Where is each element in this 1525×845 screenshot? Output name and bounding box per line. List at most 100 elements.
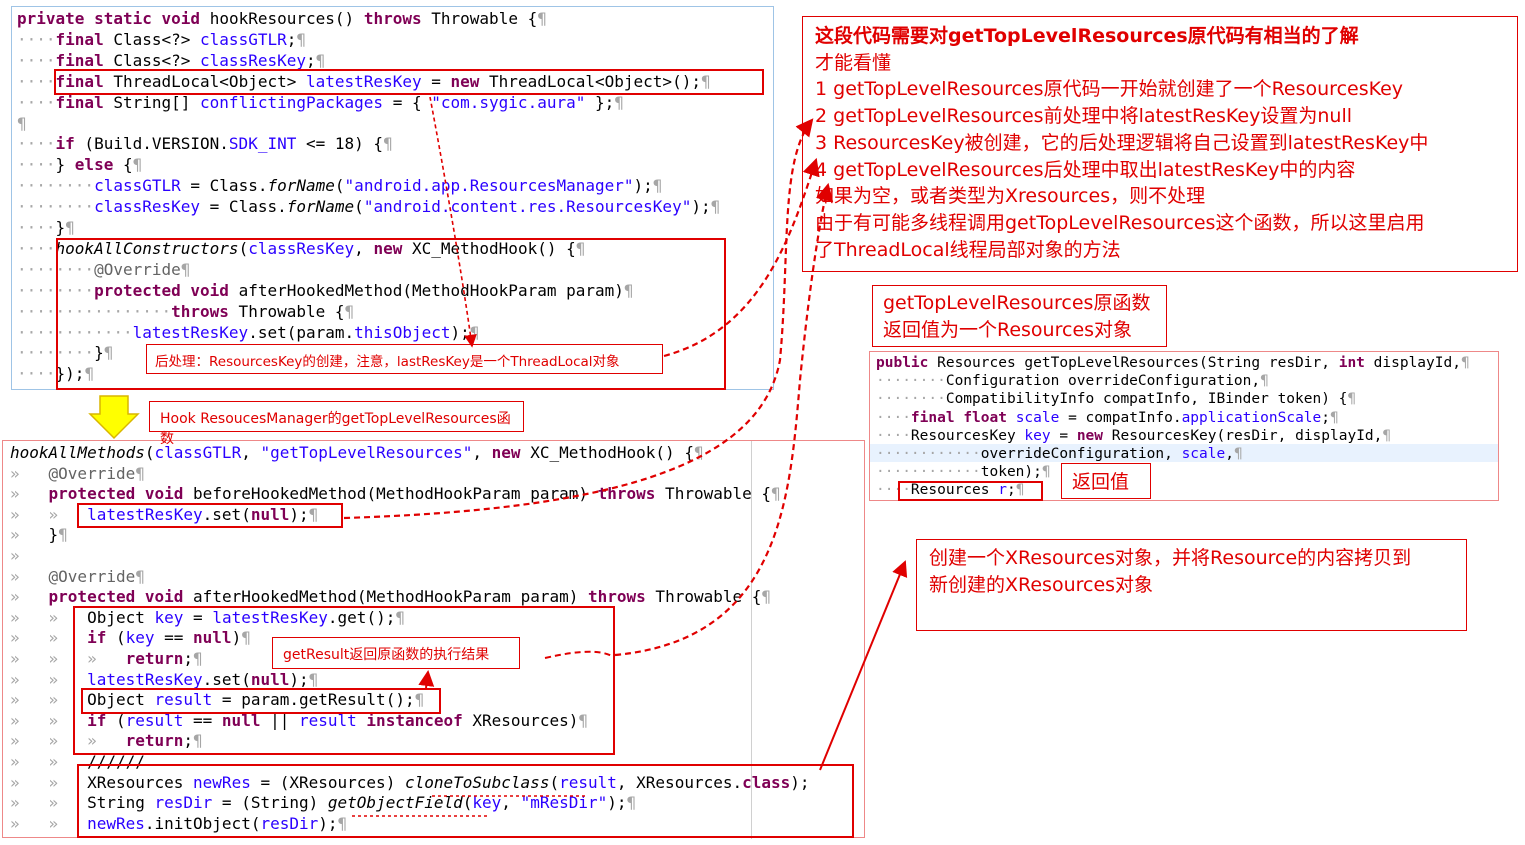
code-token: = — [1050, 427, 1077, 444]
code-token: displayId, — [1364, 355, 1461, 371]
hook-label: Hook ResoucesManager的getTopLevelResource… — [160, 411, 511, 447]
code-token: ···· — [876, 409, 911, 426]
code-token: ; — [183, 731, 194, 751]
code-line: ····});¶ — [17, 364, 94, 385]
code-token: = — [183, 607, 213, 627]
code-line: ········classGTLR = Class.forName("andro… — [17, 176, 662, 197]
code-token: = — [421, 71, 451, 91]
code-token: ········ — [876, 373, 946, 390]
code-token: Throwable { — [228, 301, 345, 321]
code-line: ············latestResKey.set(param.thisO… — [17, 323, 479, 344]
code-line: ············token);¶ — [876, 463, 1051, 481]
code-line: » » latestResKey.set(null);¶ — [10, 505, 318, 526]
code-token: ········ — [876, 391, 946, 408]
code-token: latestResKey — [306, 71, 422, 91]
code-token: newRes — [87, 813, 145, 833]
code-token: hookAllConstructors — [55, 238, 239, 258]
code-token: ( — [144, 443, 155, 462]
code-token: String[] — [103, 92, 201, 112]
code-token: ( — [462, 793, 473, 813]
code-token: (MethodHookParam param) — [356, 587, 588, 607]
code-token: (MethodHookParam param) — [402, 280, 624, 300]
code-token: key — [154, 607, 184, 627]
code-token: , — [501, 793, 521, 813]
code-line: » » XResources newRes = (XResources) clo… — [10, 773, 810, 794]
code-token: , XResources. — [616, 772, 743, 792]
code-line: » » » return;¶ — [10, 649, 203, 670]
code-token: resDir — [260, 813, 319, 833]
code-line: public Resources getTopLevelResources(St… — [876, 354, 1470, 372]
code-token: Throwable { — [645, 587, 762, 607]
code-token: ···· — [17, 92, 56, 112]
code-token: "com.sygic.aura" — [431, 92, 586, 112]
code-token: Resources — [910, 482, 999, 499]
orig-func-line: getTopLevelResources原函数 — [883, 292, 1151, 314]
code-token: = { — [383, 92, 432, 112]
code-token: protected — [48, 484, 136, 504]
code-token: == — [154, 628, 194, 648]
code-token: » » — [10, 504, 88, 524]
note-line: 2 getTopLevelResources前处理中将latestResKey设… — [815, 105, 1353, 128]
code-token: ¶ — [135, 463, 145, 483]
code-token: .initObject( — [144, 813, 261, 833]
code-token: forName — [267, 176, 335, 196]
arrow-get-result — [418, 670, 435, 689]
code-token: new — [450, 71, 480, 91]
code-token: Throwable { — [655, 484, 772, 504]
xres-line: 新创建的XResources对象 — [929, 574, 1154, 596]
code-line: ············overrideConfiguration, scale… — [876, 445, 1243, 463]
code-token: ; — [1006, 482, 1016, 499]
code-token: Resources — [928, 355, 1025, 371]
code-token: classGTLR — [200, 29, 287, 49]
code-token: CompatibilityInfo compatInfo, IBinder to… — [945, 391, 1348, 408]
code-token: key — [125, 628, 155, 648]
code-token: (Build.VERSION. — [74, 134, 229, 154]
highlight-after-hooked — [73, 606, 615, 755]
code-token: "android.content.res.ResourcesKey" — [363, 197, 692, 217]
code-line: » » Object key = latestResKey.get();¶ — [10, 608, 405, 629]
code-token: ¶ — [414, 690, 425, 710]
code-token: ¶ — [296, 29, 307, 49]
code-token: null — [193, 628, 232, 648]
code-token: ¶ — [578, 710, 588, 730]
code-token: » » » — [10, 649, 126, 668]
code-token: » » — [10, 772, 88, 792]
code-token: ThreadLocal<Object> — [103, 71, 306, 91]
code-token: void — [161, 9, 201, 28]
code-token: @Override — [48, 566, 136, 586]
code-token: Configuration overrideConfiguration, — [945, 373, 1261, 390]
highlight-hook-constructors — [56, 238, 726, 390]
code-token: classGTLR — [154, 443, 242, 462]
code-line: » @Override¶ — [10, 567, 145, 588]
code-token: ¶ — [315, 50, 326, 70]
code-token: ¶ — [1330, 409, 1339, 426]
code-token: protected — [48, 587, 136, 607]
code-token: ¶ — [710, 197, 721, 217]
code-token: ¶ — [652, 176, 663, 196]
code-token: » » » — [10, 731, 126, 751]
code-token: ¶ — [1460, 355, 1470, 371]
code-line: » }¶ — [10, 525, 68, 546]
code-token: class — [742, 772, 791, 792]
code-token: key — [472, 793, 502, 813]
code-token: ¶ — [1015, 482, 1025, 499]
code-token: ////// — [87, 752, 145, 771]
highlight-xresources-create — [77, 764, 854, 838]
code-token: newRes — [193, 772, 251, 792]
code-token: ¶ — [193, 731, 203, 751]
code-token: new — [491, 443, 521, 462]
code-line: » @Override¶ — [10, 464, 145, 485]
code-line: ········Configuration overrideConfigurat… — [876, 372, 1269, 390]
note-line: 4 getTopLevelResources后处理中取出latestResKey… — [815, 158, 1356, 181]
note-line: 了ThreadLocal线程局部对象的方法 — [815, 238, 1121, 261]
code-token: » » — [10, 793, 88, 813]
code-token: ¶ — [1382, 427, 1392, 444]
code-token: ( — [334, 176, 345, 196]
code-token: result — [154, 690, 213, 710]
code-token: hookAllMethods — [10, 443, 145, 462]
code-token: cloneToSubclass — [404, 772, 550, 792]
code-token: latestResKey — [87, 504, 203, 524]
code-token: = Class. — [200, 197, 287, 217]
code-token: XResources — [87, 772, 194, 792]
code-token: Class<?> — [103, 29, 201, 49]
